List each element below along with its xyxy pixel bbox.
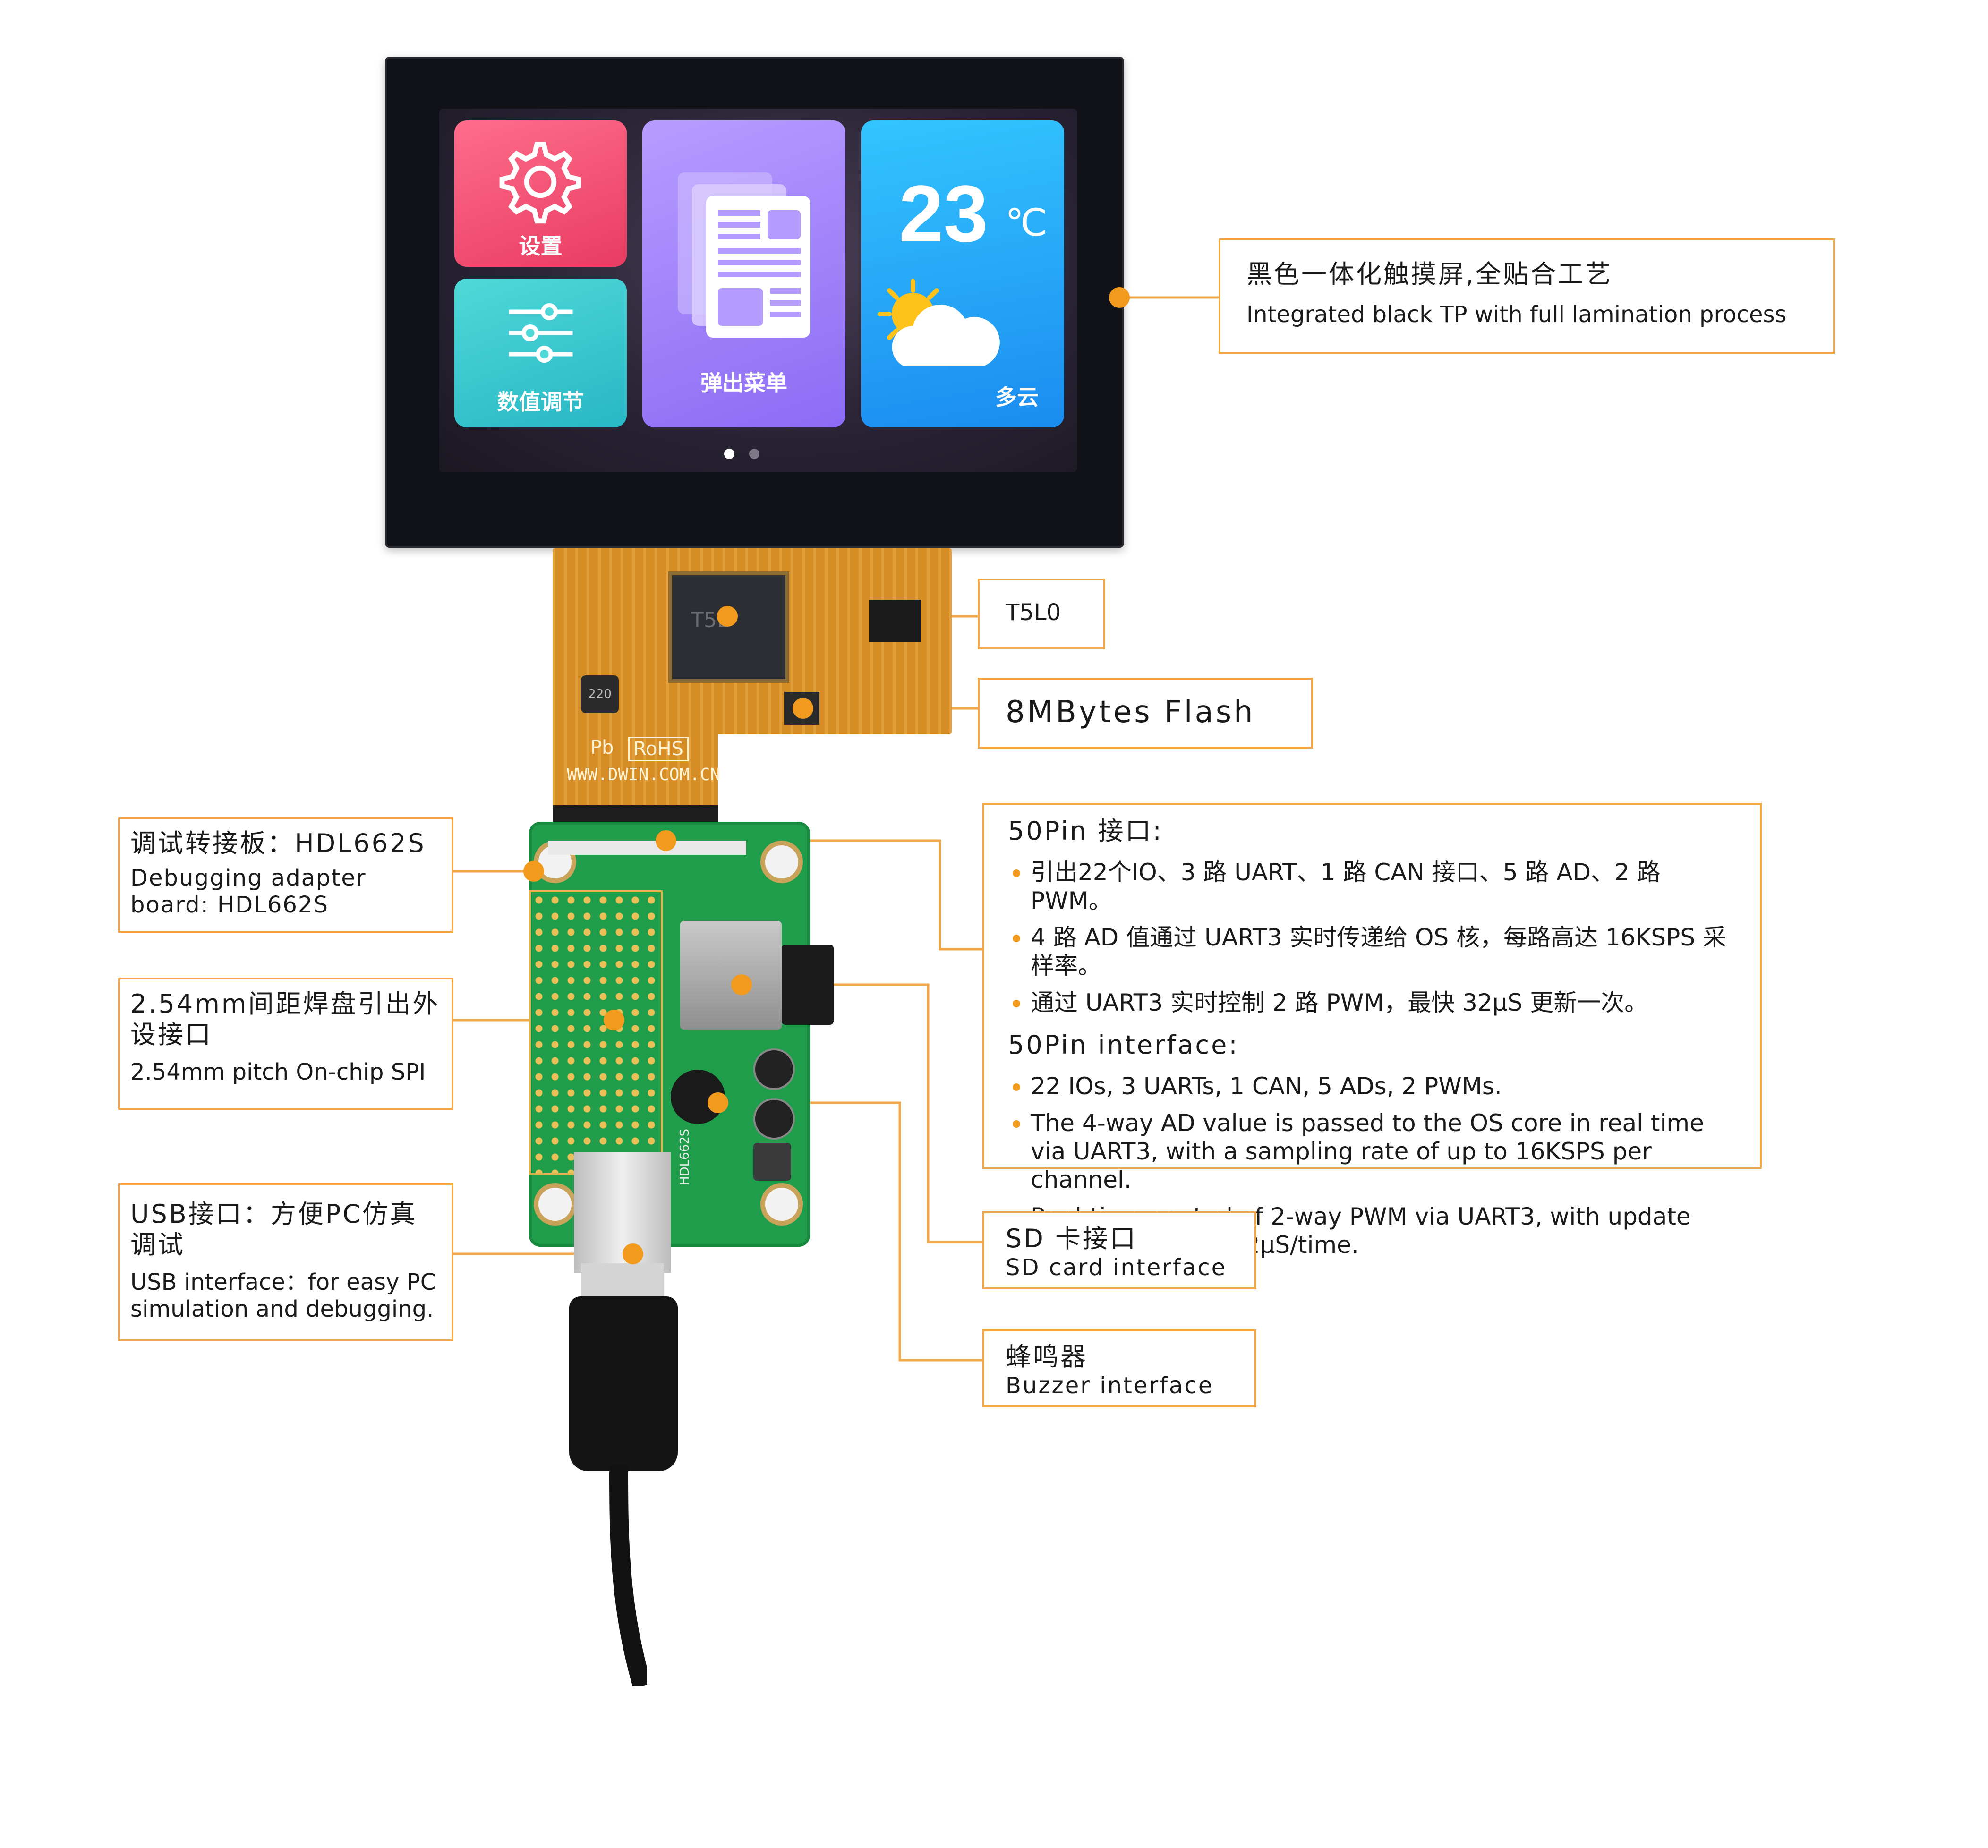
callout-touch-panel: 黑色一体化触摸屏,全贴合工艺 Integrated black TP with … — [1219, 238, 1835, 354]
usb-en: USB interface：for easy PC simulation and… — [130, 1269, 436, 1323]
t5l-chip: T5L — [668, 571, 789, 683]
sliders-icon — [509, 303, 573, 363]
50pin-cn-item: 引出22个IO、3 路 UART、1 路 CAN 接口、5 路 AD、2 路 P… — [1008, 858, 1736, 915]
callout-point-flash — [793, 698, 813, 719]
temperature-unit: ℃ — [1005, 201, 1048, 245]
buzzer-cn: 蜂鸣器 — [1006, 1342, 1088, 1371]
dwin-url-mark: WWW.DWIN.COM.CN — [567, 765, 721, 784]
fpc-connector — [553, 805, 718, 824]
page-dot-active[interactable] — [724, 449, 734, 459]
pb-mark: Pb — [590, 737, 614, 758]
weather-label: 多云 — [995, 384, 1039, 410]
capacitor — [753, 1098, 795, 1140]
sd-card-en: SD card interface — [1006, 1254, 1227, 1281]
callout-point-50pin — [656, 830, 676, 851]
partly-cloudy-icon — [878, 279, 1000, 366]
callout-50pin: 50Pin 接口: 引出22个IO、3 路 UART、1 路 CAN 接口、5 … — [982, 803, 1762, 1259]
callout-adapter: 调试转接板：HDL662S Debugging adapter board: H… — [118, 817, 453, 933]
temperature-value: 23 — [899, 169, 989, 259]
pitch-pads — [529, 890, 663, 1175]
buzzer-en: Buzzer interface — [1006, 1372, 1214, 1399]
50pin-en-item: The 4-way AD value is passed to the OS c… — [1008, 1109, 1736, 1194]
gear-icon — [499, 142, 581, 224]
adapter-cn: 调试转接板：HDL662S — [130, 828, 426, 858]
chip-label: T5L0 — [1006, 599, 1061, 626]
sd-card-slot — [680, 921, 782, 1030]
sd-card-cn: SD 卡接口 — [1006, 1224, 1138, 1253]
touch-screen: 设置 数值调节 弹出菜单 23 — [439, 109, 1077, 472]
callout-sd-card: SD 卡接口 SD card interface — [982, 1211, 1256, 1289]
touch-panel-en: Integrated black TP with full lamination… — [1246, 301, 1787, 328]
usb-cable — [609, 1464, 647, 1686]
board-model-mark: HDL662S — [678, 1128, 692, 1185]
pitch-en: 2.54mm pitch On-chip SPI — [130, 1058, 426, 1085]
rohs-mark: RoHS — [628, 737, 689, 761]
fpc-tail: Pb RoHS WWW.DWIN.COM.CN — [553, 727, 721, 812]
usb-cable-head — [569, 1296, 678, 1471]
value-adjust-label: 数值调节 — [497, 389, 584, 415]
callout-flash: 8MBytes Flash — [978, 678, 1313, 749]
callout-point-sd — [731, 974, 752, 995]
50pin-en-title: 50Pin interface: — [1008, 1030, 1239, 1060]
value-adjust-tile[interactable]: 数值调节 — [454, 279, 627, 427]
inductor: 220 — [581, 675, 619, 713]
50pin-en-item: 22 IOs, 3 UARTs, 1 CAN, 5 ADs, 2 PWMs. — [1008, 1072, 1736, 1100]
50pin-cn-item: 通过 UART3 实时控制 2 路 PWM，最快 32μS 更新一次。 — [1008, 988, 1736, 1017]
50pin-cn-item: 4 路 AD 值通过 UART3 实时传递给 OS 核，每路高达 16KSPS … — [1008, 923, 1736, 980]
touch-panel-cn: 黑色一体化触摸屏,全贴合工艺 — [1246, 259, 1613, 289]
settings-label: 设置 — [519, 233, 563, 259]
inductor — [753, 1143, 791, 1181]
weather-tile[interactable]: 23 ℃ 多云 — [861, 120, 1064, 427]
flash-label: 8MBytes Flash — [1006, 695, 1255, 730]
pitch-cn: 2.54mm间距焊盘引出外设接口 — [130, 989, 440, 1049]
sd-card — [782, 945, 834, 1025]
50pin-socket — [548, 841, 746, 855]
callout-point-touch — [1109, 287, 1130, 308]
callout-point-chip — [717, 606, 738, 627]
page-dot[interactable] — [749, 449, 759, 459]
callout-point-buzzer — [708, 1092, 728, 1113]
usb-plug-metal — [581, 1263, 664, 1301]
adapter-en: Debugging adapter board: HDL662S — [130, 864, 367, 919]
50pin-cn-title: 50Pin 接口: — [1008, 816, 1163, 846]
callout-buzzer: 蜂鸣器 Buzzer interface — [982, 1329, 1256, 1407]
callout-chip: T5L0 — [978, 579, 1105, 649]
usb-cn: USB接口：方便PC仿真调试 — [130, 1199, 418, 1260]
callout-point-pads — [604, 1010, 624, 1030]
touch-controller-chip — [869, 600, 921, 642]
popup-menu-label: 弹出菜单 — [700, 370, 787, 396]
callout-point-usb — [623, 1243, 643, 1264]
mount-hole — [760, 1183, 803, 1226]
callout-usb: USB接口：方便PC仿真调试 USB interface：for easy PC… — [118, 1183, 453, 1341]
mount-hole — [760, 841, 803, 883]
popup-menu-tile[interactable]: 弹出菜单 — [642, 120, 845, 427]
callout-pitch: 2.54mm间距焊盘引出外设接口 2.54mm pitch On-chip SP… — [118, 978, 453, 1110]
document-icon — [678, 172, 810, 338]
mount-hole — [534, 1183, 576, 1226]
callout-point-adapter — [523, 861, 544, 882]
capacitor — [753, 1048, 795, 1090]
settings-tile[interactable]: 设置 — [454, 120, 627, 267]
usb-port — [574, 1152, 671, 1273]
50pin-cn-list: 引出22个IO、3 路 UART、1 路 CAN 接口、5 路 AD、2 路 P… — [1008, 858, 1736, 1017]
